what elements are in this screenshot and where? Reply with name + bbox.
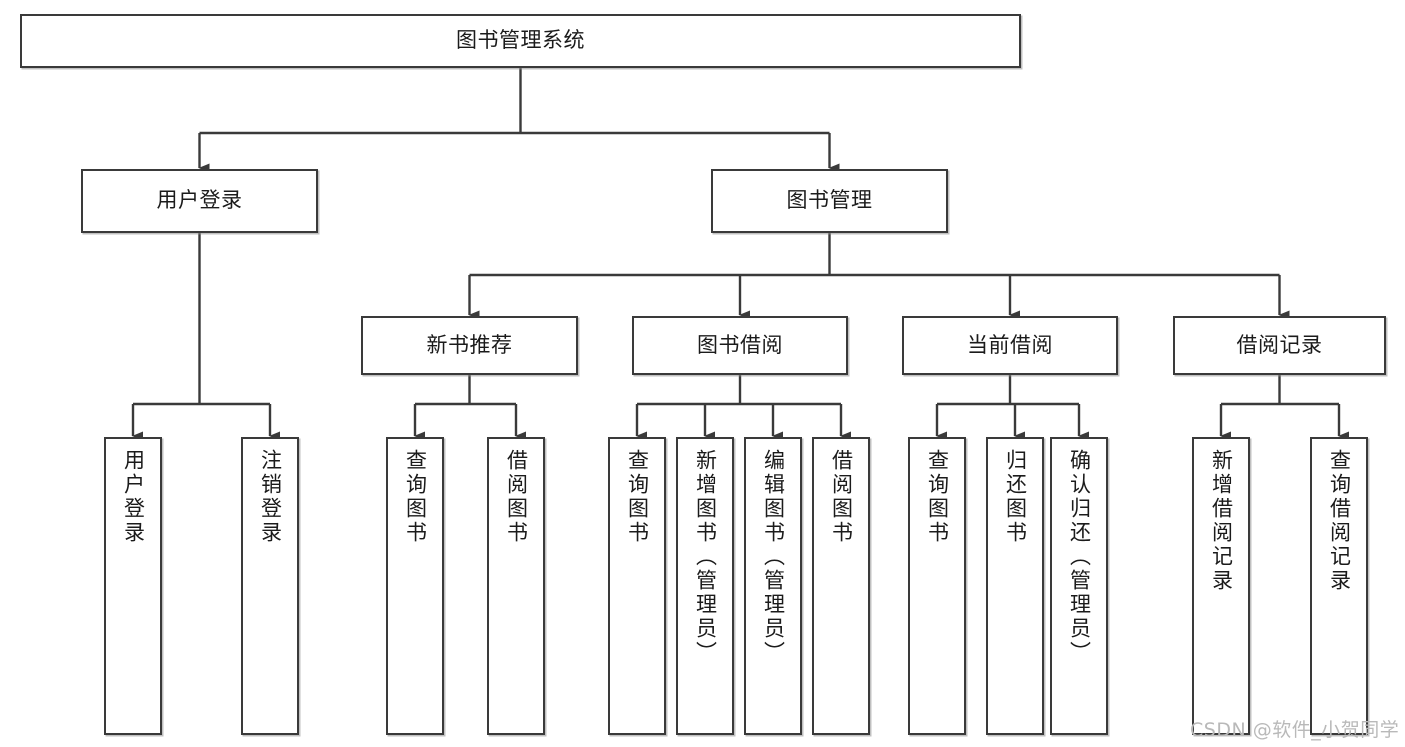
node-leaf-query-book-borrow-label: 查询图书 xyxy=(625,449,650,545)
node-leaf-edit-book[interactable]: 编辑图书（管理员） xyxy=(744,437,802,735)
node-leaf-add-book[interactable]: 新增图书（管理员） xyxy=(676,437,734,735)
node-leaf-borrow-book[interactable]: 借阅图书 xyxy=(812,437,870,735)
node-leaf-add-record[interactable]: 新增借阅记录 xyxy=(1192,437,1250,735)
node-leaf-query-book-rec-label: 查询图书 xyxy=(403,449,428,545)
node-borrow-record[interactable]: 借阅记录 xyxy=(1173,316,1386,375)
node-book-manage-label: 图书管理 xyxy=(786,188,873,213)
node-leaf-query-book-borrow[interactable]: 查询图书 xyxy=(608,437,666,735)
node-new-book-recommend[interactable]: 新书推荐 xyxy=(361,316,578,375)
node-user-login-label: 用户登录 xyxy=(156,188,243,213)
node-root[interactable]: 图书管理系统 xyxy=(20,14,1021,68)
node-current-borrow-label: 当前借阅 xyxy=(967,332,1053,357)
node-user-login[interactable]: 用户登录 xyxy=(81,169,318,233)
node-leaf-logout-label: 注销登录 xyxy=(258,449,283,545)
node-leaf-borrow-book-label: 借阅图书 xyxy=(829,449,854,545)
node-book-borrow[interactable]: 图书借阅 xyxy=(632,316,848,375)
node-leaf-user-login-label: 用户登录 xyxy=(121,449,146,545)
node-root-label: 图书管理系统 xyxy=(456,28,585,53)
node-new-book-recommend-label: 新书推荐 xyxy=(426,332,513,357)
node-leaf-confirm-return-label: 确认归还（管理员） xyxy=(1067,449,1092,665)
node-leaf-add-book-label: 新增图书（管理员） xyxy=(693,449,718,665)
csdn-watermark: CSDN @软件_小贺同学 xyxy=(1190,719,1400,741)
node-borrow-record-label: 借阅记录 xyxy=(1236,332,1323,357)
node-book-manage[interactable]: 图书管理 xyxy=(711,169,948,233)
node-leaf-borrow-book-rec-label: 借阅图书 xyxy=(504,449,529,545)
node-leaf-query-book-current[interactable]: 查询图书 xyxy=(908,437,966,735)
node-leaf-confirm-return[interactable]: 确认归还（管理员） xyxy=(1050,437,1108,735)
node-leaf-logout[interactable]: 注销登录 xyxy=(241,437,299,735)
node-book-borrow-label: 图书借阅 xyxy=(697,332,783,357)
node-leaf-edit-book-label: 编辑图书（管理员） xyxy=(761,449,786,665)
node-leaf-query-book-rec[interactable]: 查询图书 xyxy=(386,437,444,735)
node-leaf-borrow-book-rec[interactable]: 借阅图书 xyxy=(487,437,545,735)
node-leaf-add-record-label: 新增借阅记录 xyxy=(1209,449,1234,593)
node-leaf-query-record[interactable]: 查询借阅记录 xyxy=(1310,437,1368,735)
node-current-borrow[interactable]: 当前借阅 xyxy=(902,316,1118,375)
node-leaf-return-book-label: 归还图书 xyxy=(1003,449,1028,545)
node-leaf-query-record-label: 查询借阅记录 xyxy=(1327,449,1352,593)
node-leaf-query-book-current-label: 查询图书 xyxy=(925,449,950,545)
node-leaf-return-book[interactable]: 归还图书 xyxy=(986,437,1044,735)
node-leaf-user-login[interactable]: 用户登录 xyxy=(104,437,162,735)
